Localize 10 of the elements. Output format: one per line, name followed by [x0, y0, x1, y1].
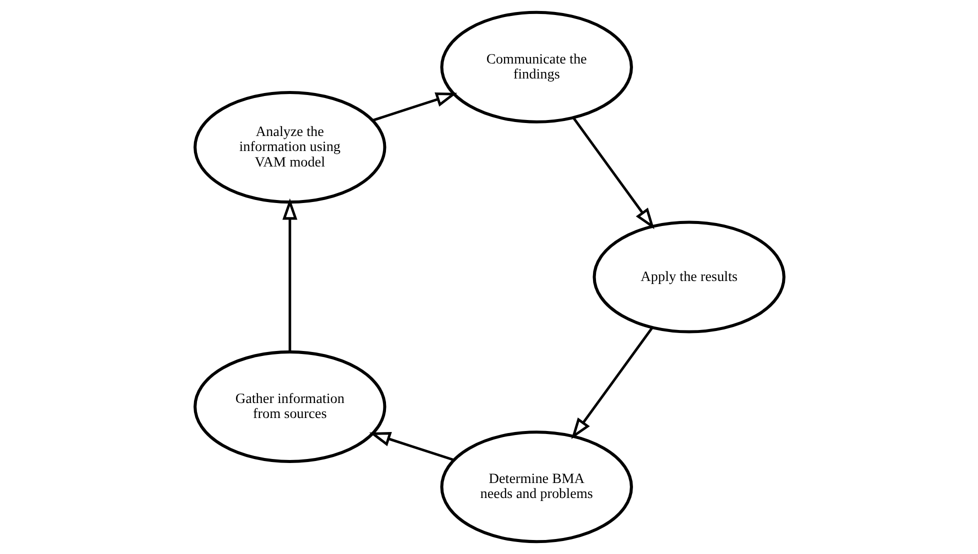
arrow [368, 432, 454, 462]
arrow [570, 326, 653, 440]
node-ellipse: Determine BMA needs and problems [440, 430, 632, 544]
arrow [372, 92, 457, 122]
node-ellipse: Communicate the findings [440, 10, 632, 124]
node-ellipse: Analyze the information using VAM model [193, 91, 386, 204]
arrow [572, 116, 654, 230]
node-ellipse: Gather information from sources [193, 350, 386, 463]
node-ellipse: Apply the results [592, 220, 785, 334]
arrow [282, 198, 297, 352]
